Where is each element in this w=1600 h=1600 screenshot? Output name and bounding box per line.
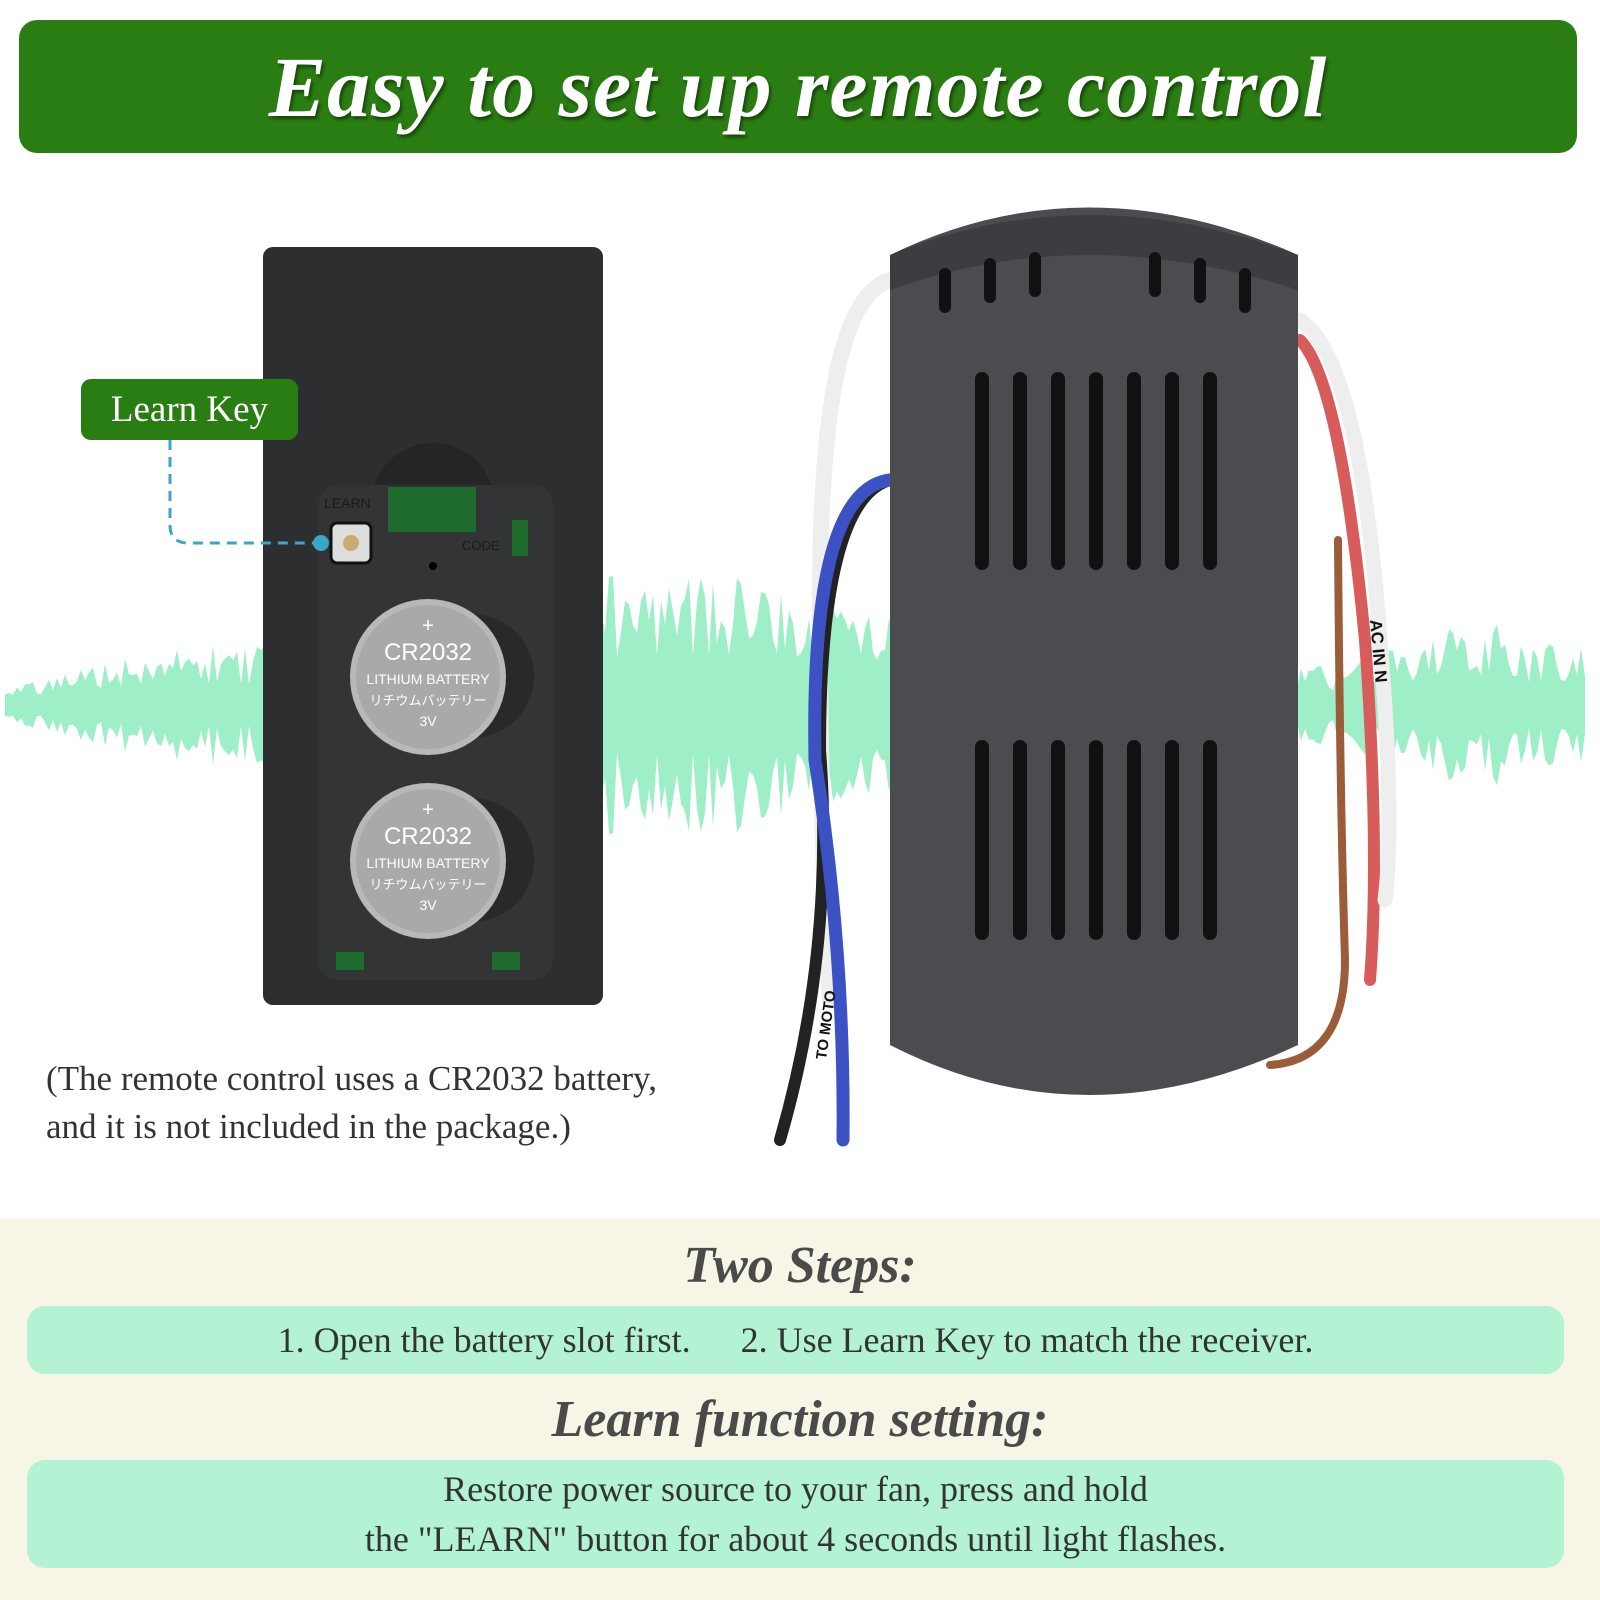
wave-shape	[5, 576, 1585, 834]
learn-button[interactable]	[329, 521, 373, 565]
learn-key-pointer	[168, 440, 320, 545]
step-2: 2. Use Learn Key to match the receiver.	[740, 1320, 1314, 1360]
battery-voltage: 3V	[419, 897, 437, 913]
vent-slot	[1149, 252, 1161, 297]
vent-slot	[1089, 372, 1103, 570]
vent-slot	[975, 740, 989, 940]
learn-function-heading: Learn function setting:	[551, 1391, 1049, 1448]
learn-instructions-box: Restore power source to your fan, press …	[27, 1460, 1564, 1568]
battery-1: + CR2032 LITHIUM BATTERY リチウムバッテリー 3V	[350, 599, 506, 755]
battery-2: + CR2032 LITHIUM BATTERY リチウムバッテリー 3V	[350, 783, 506, 939]
vent-slot	[1165, 740, 1179, 940]
learn-line-1: Restore power source to your fan, press …	[443, 1469, 1148, 1509]
steps-box: 1. Open the battery slot first. 2. Use L…	[27, 1306, 1564, 1374]
battery-note-line2: and it is not included in the package.)	[46, 1107, 571, 1146]
learn-pcb-label: LEARN	[324, 495, 371, 511]
instructions-panel: Two Steps: 1. Open the battery slot firs…	[0, 1218, 1600, 1600]
learn-key-callout: Learn Key	[81, 379, 298, 440]
battery-line2: リチウムバッテリー	[369, 877, 486, 892]
title-banner: Easy to set up remote control	[19, 20, 1577, 153]
vent-slot	[1127, 740, 1141, 940]
two-steps-heading: Two Steps:	[683, 1237, 917, 1294]
battery-line2: リチウムバッテリー	[369, 693, 486, 708]
vent-slot	[1203, 740, 1217, 940]
vent-slot	[1089, 740, 1103, 940]
receiver-unit	[890, 207, 1298, 1095]
vent-slot	[1051, 740, 1065, 940]
remote-control: LEARN CODE + CR2032 LITHIUM BATTERY リチウム…	[168, 247, 603, 1005]
vent-slot	[1013, 372, 1027, 570]
battery-polarity: +	[422, 799, 434, 821]
vent-slot	[939, 268, 951, 313]
learn-line-2: the "LEARN" button for about 4 seconds u…	[364, 1519, 1227, 1559]
vent-slot	[1239, 268, 1251, 313]
battery-polarity: +	[422, 615, 434, 637]
receiver-wires: AC IN N TO MOTO	[774, 272, 1397, 1147]
battery-line1: LITHIUM BATTERY	[366, 671, 490, 687]
vent-slot	[1127, 372, 1141, 570]
vent-slot	[1051, 372, 1065, 570]
battery-model: CR2032	[384, 639, 472, 666]
vent-slot	[1194, 258, 1206, 303]
code-pcb-label: CODE	[462, 538, 500, 553]
battery-note: (The remote control uses a CR2032 batter…	[46, 1055, 657, 1151]
vent-slot	[984, 258, 996, 303]
signal-wave	[5, 576, 1585, 834]
battery-note-line1: (The remote control uses a CR2032 batter…	[46, 1059, 658, 1098]
page-title: Easy to set up remote control	[268, 38, 1328, 135]
vent-slot	[1013, 740, 1027, 940]
step-1: 1. Open the battery slot first.	[277, 1320, 691, 1360]
vent-slot	[1165, 372, 1179, 570]
battery-voltage: 3V	[419, 713, 437, 729]
vent-slot	[975, 372, 989, 570]
battery-model: CR2032	[384, 823, 472, 850]
vent-slot	[1029, 252, 1041, 297]
battery-line1: LITHIUM BATTERY	[366, 855, 490, 871]
product-illustration: LEARN CODE + CR2032 LITHIUM BATTERY リチウム…	[5, 207, 1585, 1147]
vent-slot	[1203, 372, 1217, 570]
